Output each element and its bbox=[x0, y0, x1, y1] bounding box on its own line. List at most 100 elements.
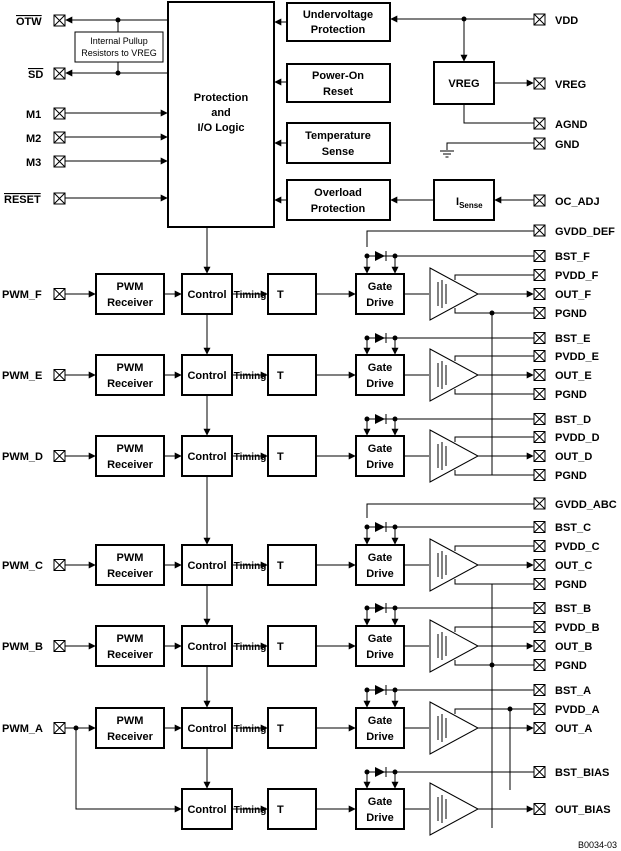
timing-block bbox=[267, 544, 317, 586]
pin-m2-cross bbox=[53, 131, 66, 144]
pwm-input-pin-cross bbox=[53, 640, 66, 652]
wire-pgnd bbox=[454, 389, 534, 395]
timing-label-right: T bbox=[277, 723, 284, 735]
isense-block bbox=[433, 179, 495, 221]
isense-block-label: ISense bbox=[456, 196, 483, 210]
pwm-receiver-label-2: Receiver bbox=[107, 731, 154, 743]
diode-icon bbox=[375, 685, 385, 695]
power-stage-icon bbox=[429, 782, 480, 836]
wire-pgnd bbox=[454, 579, 534, 585]
pin-label-gnd: GND bbox=[555, 139, 580, 151]
figure-id: B0034-03 bbox=[578, 840, 617, 850]
pin-label-agnd: AGND bbox=[555, 119, 587, 131]
gate-drive-label-2: Drive bbox=[366, 812, 394, 824]
protection-logic-block bbox=[167, 1, 275, 228]
control-label: Control bbox=[187, 370, 226, 382]
out-pin-cross bbox=[533, 722, 546, 734]
out-label: OUT_D bbox=[555, 451, 592, 463]
wire-gnd bbox=[446, 142, 534, 150]
out-pin-cross bbox=[533, 288, 546, 300]
gate-drive-block bbox=[355, 435, 405, 477]
vreg-block-label: VREG bbox=[448, 78, 479, 90]
power-stage-transistors bbox=[437, 442, 447, 470]
undervoltage-label-1: Undervoltage bbox=[303, 9, 373, 21]
pwm-receiver-label-2: Receiver bbox=[107, 459, 154, 471]
timing-block bbox=[267, 625, 317, 667]
diode-icon bbox=[375, 603, 385, 613]
pin-label-vreg: VREG bbox=[555, 79, 586, 91]
undervoltage-label-2: Protection bbox=[311, 24, 366, 36]
pvdd-pin-cross bbox=[533, 540, 546, 552]
timing-block bbox=[267, 435, 317, 477]
timing-block bbox=[267, 788, 317, 830]
power-stage-icon bbox=[429, 538, 480, 592]
pwm-input-label: PWM_B bbox=[2, 641, 43, 653]
pwm-input-pin-cross bbox=[53, 450, 66, 462]
pwm-receiver-label-2: Receiver bbox=[107, 568, 154, 580]
temperature-sense-label-2: Sense bbox=[322, 146, 354, 158]
control-label: Control bbox=[187, 641, 226, 653]
pgnd-label: PGND bbox=[555, 308, 587, 320]
control-label: Control bbox=[187, 804, 226, 816]
pin-otw-cross bbox=[53, 14, 66, 27]
pgnd-label: PGND bbox=[555, 470, 587, 482]
temperature-sense-block bbox=[286, 122, 391, 164]
gate-drive-label-2: Drive bbox=[366, 378, 394, 390]
pin-gnd-cross bbox=[533, 137, 546, 150]
pgnd-pin-cross bbox=[533, 388, 546, 400]
pullup-label-1: Internal Pullup bbox=[90, 36, 148, 46]
bst-pin-cross bbox=[533, 413, 546, 425]
pwm-input-pin-cross bbox=[53, 288, 66, 300]
out-label: OUT_E bbox=[555, 370, 592, 382]
wire-pvdd bbox=[454, 436, 534, 442]
pwm-receiver-label-1: PWM bbox=[117, 633, 144, 645]
pin-reset-cross bbox=[53, 192, 66, 205]
bst-pin-cross bbox=[533, 684, 546, 696]
pin-label-sd: SD bbox=[28, 69, 43, 81]
wire-pvdd bbox=[454, 545, 534, 551]
gate-drive-label-2: Drive bbox=[366, 649, 394, 661]
pgnd-label: PGND bbox=[555, 660, 587, 672]
wire-pvdd bbox=[454, 626, 534, 632]
pin-oc-adj-cross bbox=[533, 194, 546, 207]
pwm-receiver-label-1: PWM bbox=[117, 443, 144, 455]
timing-block bbox=[267, 707, 317, 749]
pwm-input-label: PWM_C bbox=[2, 560, 43, 572]
pin-gvdd-abc-cross bbox=[533, 497, 546, 510]
pgnd-pin-cross bbox=[533, 659, 546, 671]
pvdd-label: PVDD_F bbox=[555, 270, 599, 282]
bst-pin-cross bbox=[533, 332, 546, 344]
pwm-input-pin-cross bbox=[53, 369, 66, 381]
temperature-sense-label-1: Temperature bbox=[305, 130, 371, 142]
gate-drive-label-2: Drive bbox=[366, 731, 394, 743]
pvdd-pin-cross bbox=[533, 431, 546, 443]
gate-drive-label-2: Drive bbox=[366, 568, 394, 580]
pwm-input-pin-cross bbox=[53, 722, 66, 734]
pvdd-pin-cross bbox=[533, 703, 546, 715]
pin-sd-cross bbox=[53, 67, 66, 80]
pgnd-pin-cross bbox=[533, 307, 546, 319]
pwm-input-pin-cross bbox=[53, 559, 66, 571]
support-blocks: Undervoltage Protection Power-On Reset T… bbox=[274, 2, 617, 511]
gate-drive-block bbox=[355, 544, 405, 586]
timing-label-right: T bbox=[277, 804, 284, 816]
control-label: Control bbox=[187, 451, 226, 463]
pvdd-label: PVDD_A bbox=[555, 704, 600, 716]
junction-pgnd-def bbox=[489, 310, 495, 316]
pgnd-label: PGND bbox=[555, 579, 587, 591]
power-on-reset-block bbox=[286, 63, 391, 103]
bst-label: BST_D bbox=[555, 414, 591, 426]
bst-pin-cross bbox=[533, 766, 546, 778]
pin-m3-cross bbox=[53, 155, 66, 168]
pgnd-pin-cross bbox=[533, 578, 546, 590]
pullup-resistors-block bbox=[74, 31, 164, 63]
gate-drive-label-1: Gate bbox=[368, 443, 392, 455]
pvdd-label: PVDD_D bbox=[555, 432, 600, 444]
pin-label-otw: OTW bbox=[16, 16, 42, 28]
timing-label-right: T bbox=[277, 370, 284, 382]
pin-label-m1: M1 bbox=[26, 109, 41, 121]
